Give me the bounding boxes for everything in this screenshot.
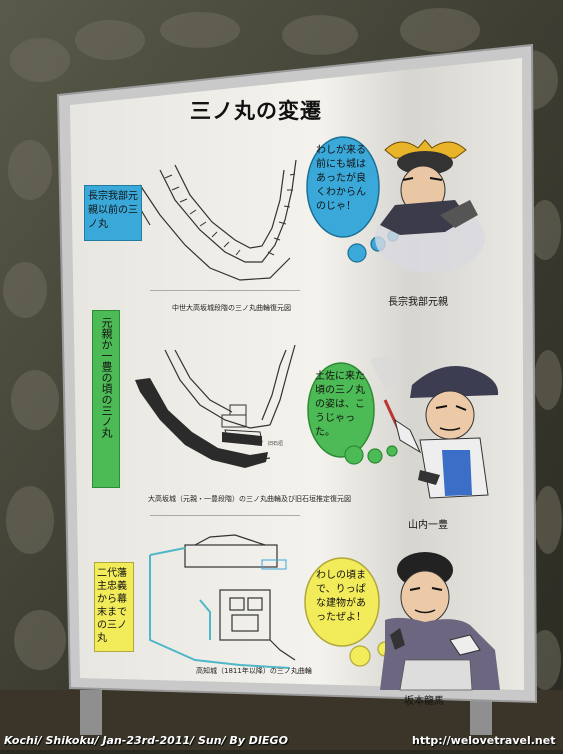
character-yamauchi-kazutoyo — [370, 356, 499, 499]
speech-text-sakamoto: わしの頃まで、りっぱな建物があったぜよ！ — [316, 570, 366, 623]
name-yamauchi-kazutoyo: 山内一豊 — [408, 520, 448, 531]
website-url: http://welovetravel.net — [412, 734, 556, 747]
map-1-caption: 中世大高坂城段階の三ノ丸曲輪復元図 — [172, 304, 291, 312]
speech-bubble-yellow — [304, 557, 380, 647]
photo-credit: Kochi/ Shikoku/ Jan-23rd-2011/ Sun/ By D… — [4, 734, 288, 747]
map-2-note: 旧石垣 — [268, 441, 284, 447]
speech-text-yamauchi: 土佐に来た頃の三ノ丸の姿は、こうじゃった。 — [315, 371, 365, 438]
map-2-stone-walls — [135, 378, 268, 468]
map-2-caption: 大高坂城（元親・一豊段階）の三ノ丸曲輪及び旧石垣推定復元図 — [148, 495, 351, 503]
map-3-moat — [149, 547, 291, 669]
character-chosokabe-motochika — [375, 139, 485, 273]
speech-text-chosokabe: わしが来る前にも城はあったが良くわからんのじゃ！ — [316, 145, 366, 212]
sign-post-left — [80, 690, 102, 735]
bubble-dot — [386, 445, 398, 457]
section-2-label: 元親か一豊の頃の三ノ丸 — [92, 310, 120, 488]
sign-title: 三ノ丸の変遷 — [190, 99, 322, 123]
map-2-stone-walls-2 — [222, 432, 262, 446]
bubble-dot — [367, 448, 383, 464]
bubble-dot — [347, 243, 367, 263]
bubble-dot — [349, 645, 371, 667]
character-sakamoto-ryoma — [380, 552, 500, 691]
map-3-caption: 高知城（1811年以降）の三ノ丸曲輪 — [196, 667, 312, 675]
map-3-marker — [261, 559, 287, 570]
bubble-dot — [344, 445, 364, 465]
map-3 — [184, 534, 296, 661]
name-chosokabe-motochika: 長宗我部元親 — [388, 297, 448, 308]
map-1 — [134, 159, 297, 281]
speech-bubble-green — [307, 362, 375, 458]
map-1-ticks — [164, 173, 296, 256]
section-dividers — [150, 290, 300, 516]
section-1-label: 長宗我部元親以前の三ノ丸 — [84, 185, 142, 241]
name-sakamoto-ryoma: 坂本龍馬 — [404, 696, 444, 707]
speech-bubble-blue — [306, 136, 380, 238]
section-3-label: 二代藩主忠義から幕末までの三ノ丸 — [94, 562, 134, 652]
